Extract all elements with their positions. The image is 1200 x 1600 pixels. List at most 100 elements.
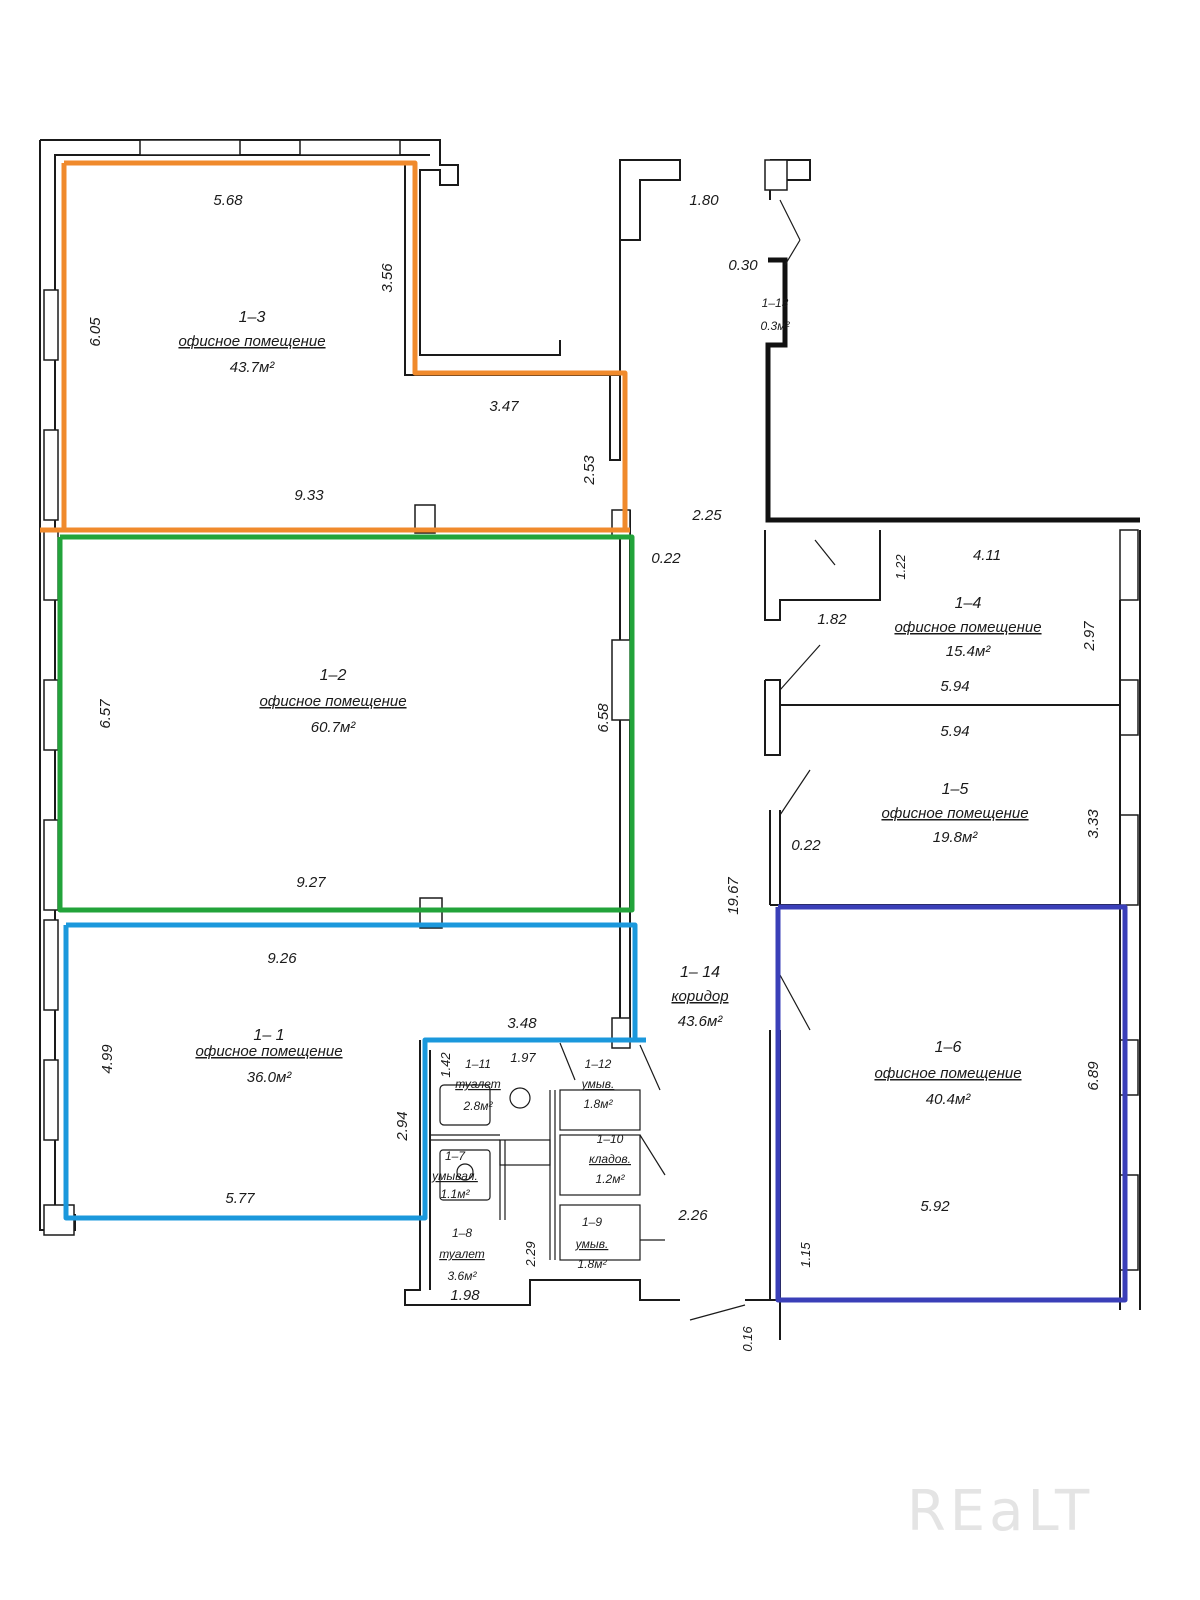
dimension: 5.77 [225,1190,255,1207]
dimension: 9.33 [294,487,324,504]
room-use: офисное помещение [178,333,325,350]
room-number: 1–13 [762,296,789,310]
dimension: 5.68 [213,192,243,209]
outline-room-1-3 [61,160,628,533]
dimension: 6.05 [87,317,104,347]
room-1-4-label: 1–4 офисное помещение 15.4м² [894,595,1041,660]
room-1-7-label: 1–7 умывал. 1.1м² [431,1149,478,1201]
highlight-outlines [40,160,1128,1303]
window [43,429,59,521]
dimension: 6.57 [97,699,114,729]
room-area: 19.8м² [933,829,978,846]
room-1-12-label: 1–12 умыв. 1.8м² [581,1057,615,1111]
dimension: 3.48 [507,1015,537,1032]
dimension: 0.22 [651,550,681,567]
room-use: коридор [671,988,728,1005]
dimension: 6.58 [595,703,612,733]
dimension: 2.97 [1081,621,1098,652]
column [419,897,443,929]
room-1-6-label: 1–6 офисное помещение 40.4м² [874,1039,1021,1108]
room-number: 1–9 [582,1215,602,1229]
room-number: 1–12 [585,1057,612,1071]
column [414,504,436,534]
dimension: 9.26 [267,950,297,967]
room-use: офисное помещение [881,805,1028,822]
room-1-11-label: 1–11 туалет 2.8м² [455,1057,501,1113]
room-1-14-label: 1– 14 коридор 43.6м² [671,964,728,1030]
outline-room-1-2 [57,534,635,913]
room-area: 2.8м² [463,1099,494,1113]
dimension: 1.82 [817,611,847,628]
dimension: 1.15 [798,1242,813,1268]
room-number: 1–4 [955,595,982,612]
window [43,819,59,911]
dimension: 1.80 [689,192,719,209]
room-number: 1–5 [942,781,969,798]
room-area: 1.1м² [441,1187,471,1201]
room-1-10-label: 1–10 кладов. 1.2м² [589,1132,631,1186]
dimension: 5.94 [940,723,969,740]
dimension: 0.22 [791,837,821,854]
room-number: 1–10 [597,1132,624,1146]
dimension: 1.97 [510,1050,536,1065]
room-1-13-label: 1–13 0.3м² [761,296,791,333]
room-use: кладов. [589,1152,631,1166]
dimension: 1.42 [438,1052,453,1078]
room-area: 40.4м² [926,1091,971,1108]
dimension: 0.30 [728,257,758,274]
dimension: 1.98 [450,1287,480,1304]
dimension: 19.67 [725,877,742,915]
window [299,139,401,156]
room-1-3-label: 1–3 офисное помещение 43.7м² [178,309,325,376]
room-1-5-label: 1–5 офисное помещение 19.8м² [881,781,1028,846]
room-number: 1–3 [239,309,266,326]
window [43,529,59,601]
room-area: 1.8м² [578,1257,608,1271]
dimension: 5.92 [920,1198,950,1215]
window [43,679,59,751]
walls-sanitary-block [404,1040,680,1306]
dimension-labels: 5.68 6.05 3.56 3.47 9.33 2.53 1.80 0.30 … [87,192,1102,1352]
window [43,289,59,361]
room-number: 1–2 [320,667,347,684]
dimension: 2.25 [691,507,722,524]
room-number: 1– 14 [680,964,720,981]
room-area: 36.0м² [247,1069,292,1086]
dimension: 9.27 [296,874,326,891]
room-use: умыв. [575,1237,609,1251]
dimension: 0.16 [740,1326,755,1352]
room-number: 1–8 [452,1226,472,1240]
room-number: 1–11 [465,1057,491,1071]
room-use: умыв. [581,1077,615,1091]
dimension: 3.56 [379,263,396,293]
dimension: 5.94 [940,678,969,695]
room-area: 43.7м² [230,359,275,376]
room-use: умывал. [431,1169,478,1183]
window [43,1059,59,1141]
room-number: 1–7 [445,1149,466,1163]
window [43,919,59,1011]
room-use: офисное помещение [259,693,406,710]
room-area: 3.6м² [448,1269,478,1283]
dimension: 3.33 [1085,809,1102,839]
dimension: 3.47 [489,398,519,415]
room-number: 1– 1 [253,1027,284,1044]
room-1-9-label: 1–9 умыв. 1.8м² [575,1215,609,1271]
room-1-1-label: 1– 1 офисное помещение 36.0м² [195,1027,342,1086]
window [139,139,241,156]
room-use: туалет [439,1247,485,1261]
room-number: 1–6 [935,1039,962,1056]
dimension: 4.99 [99,1044,116,1074]
room-area: 1.8м² [584,1097,614,1111]
dimension: 2.26 [677,1207,708,1224]
walls-right-block [689,159,1141,1340]
room-1-2-label: 1–2 офисное помещение 60.7м² [259,667,406,736]
room-area: 1.2м² [596,1172,626,1186]
dimension: 4.11 [973,547,1001,564]
walls-left-block [39,139,681,1236]
dimension: 2.29 [523,1241,538,1267]
room-area: 43.6м² [678,1013,723,1030]
outline-room-1-6 [775,904,1128,1303]
room-area: 0.3м² [761,319,791,333]
